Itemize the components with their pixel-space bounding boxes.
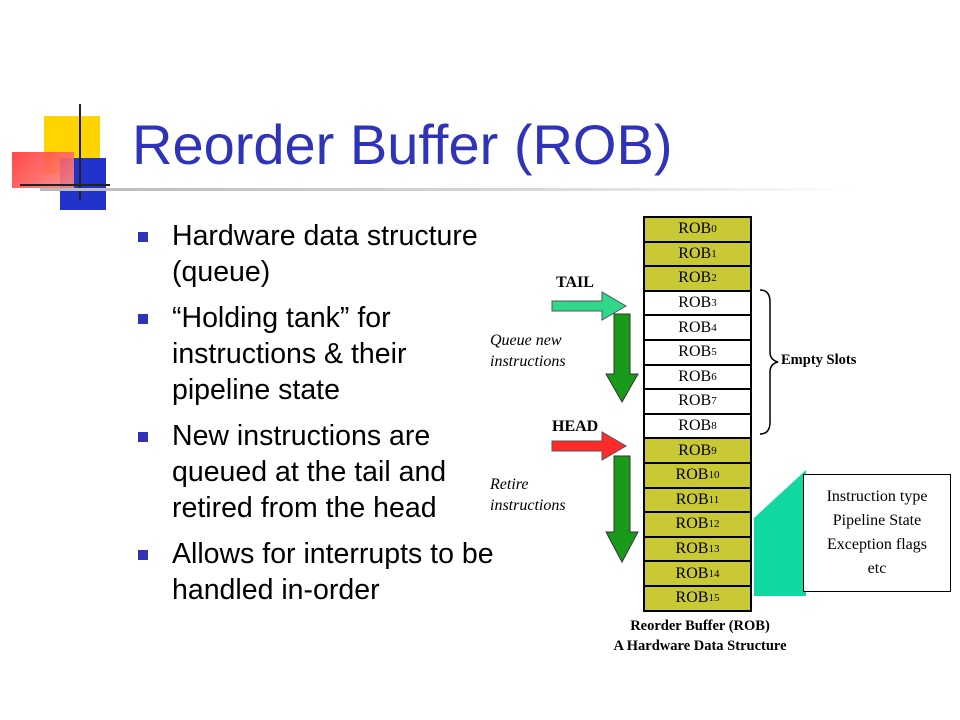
- tail-arrow-icon: [551, 291, 627, 321]
- bullet-square-icon: [138, 314, 148, 324]
- info-line: Exception flags: [827, 536, 927, 553]
- diagram-caption-line2: A Hardware Data Structure: [613, 638, 787, 654]
- head-arrow-icon: [551, 431, 627, 461]
- bullet-square-icon: [138, 432, 148, 442]
- decor-red-square: [12, 152, 74, 188]
- bullet-item: “Holding tank” for instructions & their …: [138, 300, 508, 408]
- info-line: etc: [867, 560, 887, 577]
- retire-label: Retire instructions: [490, 476, 566, 514]
- slide-title: Reorder Buffer (ROB): [132, 113, 673, 176]
- info-line: Pipeline State: [832, 512, 922, 529]
- title-underline: [40, 188, 860, 191]
- decor-vertical-line: [79, 104, 81, 200]
- tail-label: TAIL: [556, 274, 594, 291]
- queue-label: Queue new instructions: [490, 332, 566, 370]
- bullet-square-icon: [138, 550, 148, 560]
- empty-slots-brace-icon: [759, 289, 779, 435]
- callout-pointer-icon: [754, 470, 806, 596]
- info-line: Instruction type: [826, 488, 928, 505]
- head-label: HEAD: [552, 418, 599, 435]
- decor-horizontal-line: [20, 184, 110, 186]
- bullet-item: New instructions are queued at the tail …: [138, 418, 508, 526]
- retire-down-arrow-icon: [605, 455, 639, 564]
- bullet-item: Allows for interrupts to be handled in-o…: [138, 536, 508, 608]
- diagram-caption-line1: Reorder Buffer (ROB): [630, 618, 770, 634]
- bullet-square-icon: [138, 232, 148, 242]
- bullet-item: Hardware data structure (queue): [138, 218, 508, 290]
- empty-slots-label: Empty Slots: [781, 352, 857, 368]
- queue-down-arrow-icon: [605, 313, 639, 404]
- rob-entry-info-box: Instruction type Pipeline State Exceptio…: [803, 474, 951, 592]
- bullet-list: Hardware data structure (queue) “Holding…: [138, 218, 508, 618]
